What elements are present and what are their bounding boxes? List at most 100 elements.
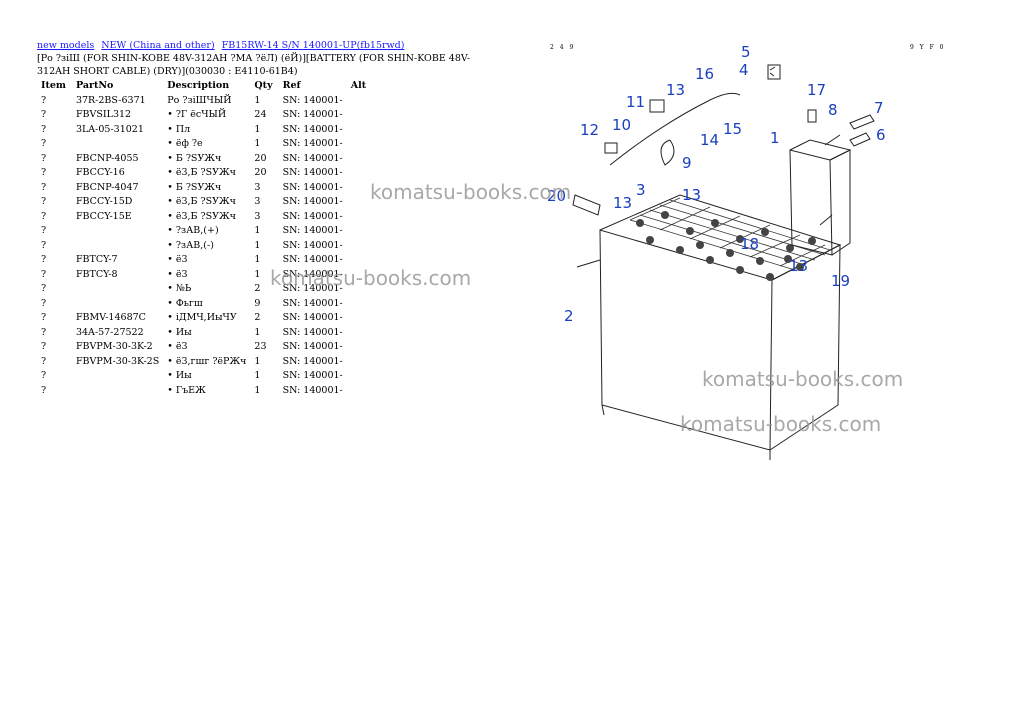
cell-item: ? [41, 109, 47, 121]
col-qty: Qty [254, 80, 273, 91]
cell-item: ? [41, 196, 47, 208]
breadcrumb-link-model[interactable]: FB15RW-14 S/N 140001-UP(fb15rwd) [221, 40, 405, 51]
cell-ref: SN: 140001- [282, 341, 343, 353]
cell-qty: 3 [254, 210, 261, 222]
callout-1: 1 [770, 129, 780, 147]
callout-13c: 13 [682, 186, 701, 204]
diagram-code-left: 2 4 9 [550, 44, 576, 51]
cell-ref: SN: 140001- [282, 239, 343, 251]
part-20 [572, 194, 601, 216]
cell-item: ? [41, 341, 47, 353]
callout-10: 10 [612, 116, 631, 134]
callout-5: 5 [741, 43, 751, 61]
cell-partno: FBCNP-4047 [75, 181, 139, 193]
callout-4: 4 [739, 61, 749, 79]
cell-qty: 1 [254, 326, 261, 338]
cell-partno [72, 383, 163, 398]
cell-ref: SN: 140001- [282, 384, 343, 396]
parts-table-header: Item PartNo Description Qty Ref Alt [37, 79, 377, 93]
cell-qty: 1 [254, 384, 261, 396]
cell-item: ? [41, 297, 47, 309]
watermark: komatsu-books.com [680, 412, 882, 436]
cell-ref: SN: 140001- [282, 370, 343, 382]
cell-ref: SN: 140001- [282, 94, 343, 106]
cell-partno: FBTCY-8 [75, 268, 118, 280]
cable [609, 92, 741, 166]
cell-item: ? [41, 239, 47, 251]
cell-item: ? [41, 326, 47, 338]
cell-description: Ро ?зiШЧЫЙ [167, 94, 232, 106]
cell-partno: FBCNP-4055 [75, 152, 139, 164]
cell-alt [347, 311, 377, 326]
cell-description: • ё3,Б ?SУЖч [167, 167, 236, 179]
cell-alt [347, 238, 377, 253]
cell-partno [72, 296, 163, 311]
cell-item: ? [41, 123, 47, 135]
callout-2: 2 [564, 307, 574, 325]
cell-qty: 1 [254, 123, 261, 135]
cell-qty: 2 [254, 283, 261, 295]
cell-ref: SN: 140001- [282, 283, 343, 295]
cell-qty: 1 [254, 239, 261, 251]
part-6 [849, 132, 871, 147]
cell-ref: SN: 140001- [282, 355, 343, 367]
cell-qty: 20 [254, 152, 267, 164]
cell-ref: SN: 140001- [282, 268, 343, 280]
cell-description: • Пл [167, 123, 191, 135]
cell-ref: SN: 140001- [282, 254, 343, 266]
cell-qty: 1 [254, 94, 261, 106]
watermark: komatsu-books.com [702, 367, 904, 391]
col-partno: PartNo [75, 80, 114, 91]
cell-qty: 2 [254, 312, 261, 324]
cell-partno: FBMV-14687C [75, 312, 146, 324]
cell-ref: SN: 140001- [282, 138, 343, 150]
cell-qty: 1 [254, 268, 261, 280]
cell-qty: 3 [254, 196, 261, 208]
parts-table: Item PartNo Description Qty Ref Alt ? 37R… [37, 79, 377, 398]
cell-alt [347, 224, 377, 239]
cell-ref: SN: 140001- [282, 326, 343, 338]
col-alt: Alt [350, 80, 367, 91]
watermark: komatsu-books.com [370, 180, 572, 204]
cell-alt [347, 369, 377, 384]
cell-partno [72, 369, 163, 384]
breadcrumb-link-region[interactable]: NEW (China and other) [101, 40, 215, 51]
cell-alt [347, 151, 377, 166]
breadcrumb-link-new-models[interactable]: new models [37, 40, 95, 51]
callout-13d: 13 [789, 257, 808, 275]
cell-description: • Б ?SУЖч [167, 181, 222, 193]
callout-13a: 13 [666, 81, 685, 99]
cell-item: ? [41, 268, 47, 280]
cell-description: • ё3,Б ?SУЖч [167, 210, 236, 222]
cell-partno: FBCCY-16 [75, 167, 125, 179]
cell-description: • Иы [167, 326, 192, 338]
part-17 [807, 109, 817, 123]
watermark: komatsu-books.com [270, 266, 472, 290]
cell-alt [347, 296, 377, 311]
cell-alt [347, 340, 377, 355]
cell-alt [347, 122, 377, 137]
cell-ref: SN: 140001- [282, 297, 343, 309]
cell-partno [72, 238, 163, 253]
cell-qty: 23 [254, 341, 267, 353]
part-7-8 [849, 114, 875, 130]
part-11 [649, 99, 665, 113]
cell-alt [347, 93, 377, 108]
cell-item: ? [41, 370, 47, 382]
cell-description: • Иы [167, 370, 192, 382]
callout-20: 20 [547, 187, 566, 205]
cell-description: • Фьгш [167, 297, 203, 309]
cell-alt [347, 108, 377, 123]
cell-item: ? [41, 384, 47, 396]
cell-partno: 37R-2BS-6371 [75, 94, 146, 106]
